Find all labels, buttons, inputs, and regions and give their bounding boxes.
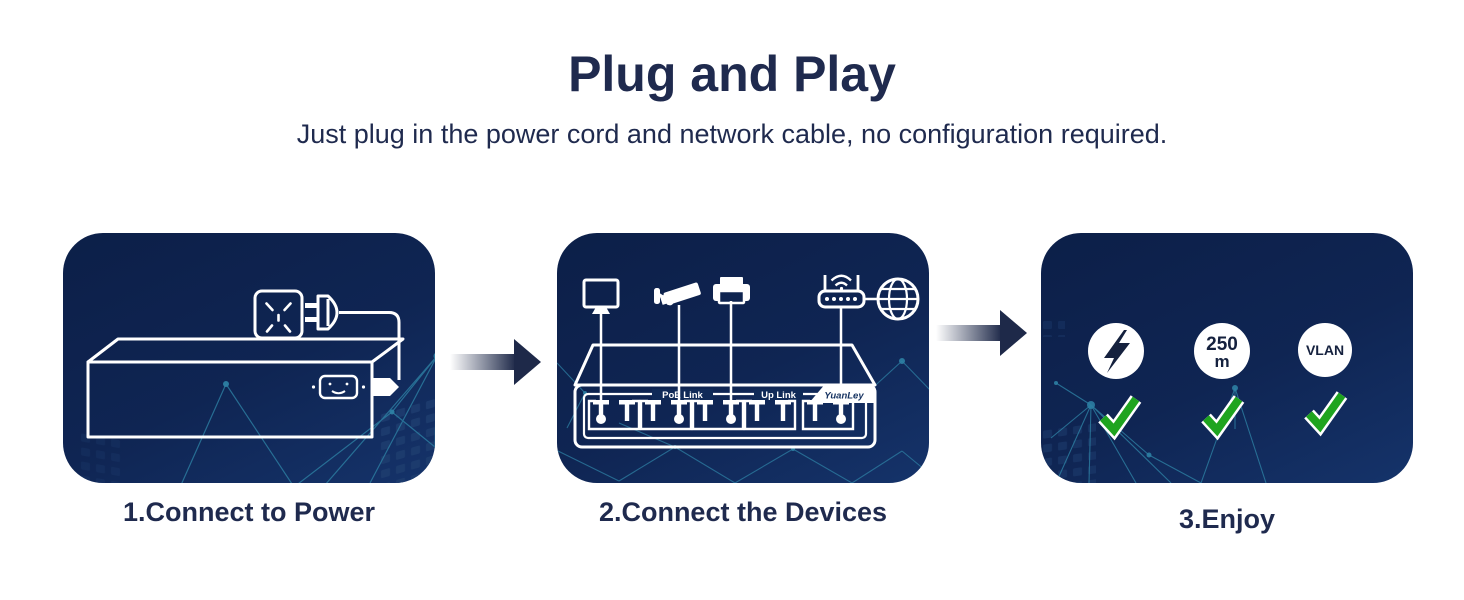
switch-illustration — [573, 343, 877, 449]
device-cables — [599, 301, 843, 415]
step-caption-3: 3.Enjoy — [1178, 504, 1276, 534]
rj45-port-icons — [593, 400, 849, 421]
feature-power-badge — [1088, 323, 1144, 379]
arrow-right-icon — [450, 339, 542, 385]
brand-label: YuanLey — [809, 386, 874, 403]
step-caption-1: 1.Connect to Power — [122, 497, 376, 527]
arrow-right-icon — [936, 310, 1028, 356]
step-card-connect-devices: PoE Link Up Link YuanLey — [557, 233, 929, 483]
check-icon — [1201, 395, 1245, 441]
internet-globe-icon — [876, 277, 920, 321]
features-scene: 250 m VLAN — [1041, 319, 1352, 483]
power-cord — [339, 311, 401, 380]
check-icon — [1098, 395, 1142, 441]
poe-switch-illustration — [86, 337, 405, 439]
power-socket-icon — [253, 289, 304, 340]
svg-text:m: m — [1214, 352, 1229, 371]
svg-text:YuanLey: YuanLey — [824, 391, 864, 402]
svg-text:VLAN: VLAN — [1306, 342, 1344, 358]
cable-plug-dots — [596, 414, 846, 424]
printer-icon — [713, 277, 750, 305]
power-inlet-icon — [311, 374, 366, 400]
feature-250m-badge: 250 m — [1194, 323, 1250, 379]
pixel-grid-decoration — [1041, 319, 1096, 483]
page-title: Plug and Play — [568, 46, 896, 102]
power-plug-icon — [305, 294, 339, 331]
step-caption-2: 2.Connect the Devices — [598, 497, 888, 527]
step-card-enjoy: 250 m VLAN — [1041, 233, 1413, 483]
power-connector-icon — [372, 378, 399, 396]
poe-link-label: PoE Link — [662, 390, 703, 401]
pixel-grid-decoration — [79, 387, 435, 483]
check-icon — [1304, 391, 1348, 437]
lightning-bolt-icon — [1104, 330, 1130, 373]
power-scene — [79, 289, 435, 483]
svg-text:250: 250 — [1206, 334, 1238, 355]
security-camera-icon — [654, 282, 701, 306]
feature-vlan-badge: VLAN — [1298, 323, 1352, 377]
monitor-icon — [582, 278, 620, 314]
page-subtitle: Just plug in the power cord and network … — [296, 119, 1168, 149]
step-card-connect-power — [63, 233, 435, 483]
wifi-router-icon — [817, 274, 866, 309]
devices-scene: PoE Link Up Link YuanLey — [557, 274, 929, 483]
uplink-label: Up Link — [761, 390, 797, 401]
